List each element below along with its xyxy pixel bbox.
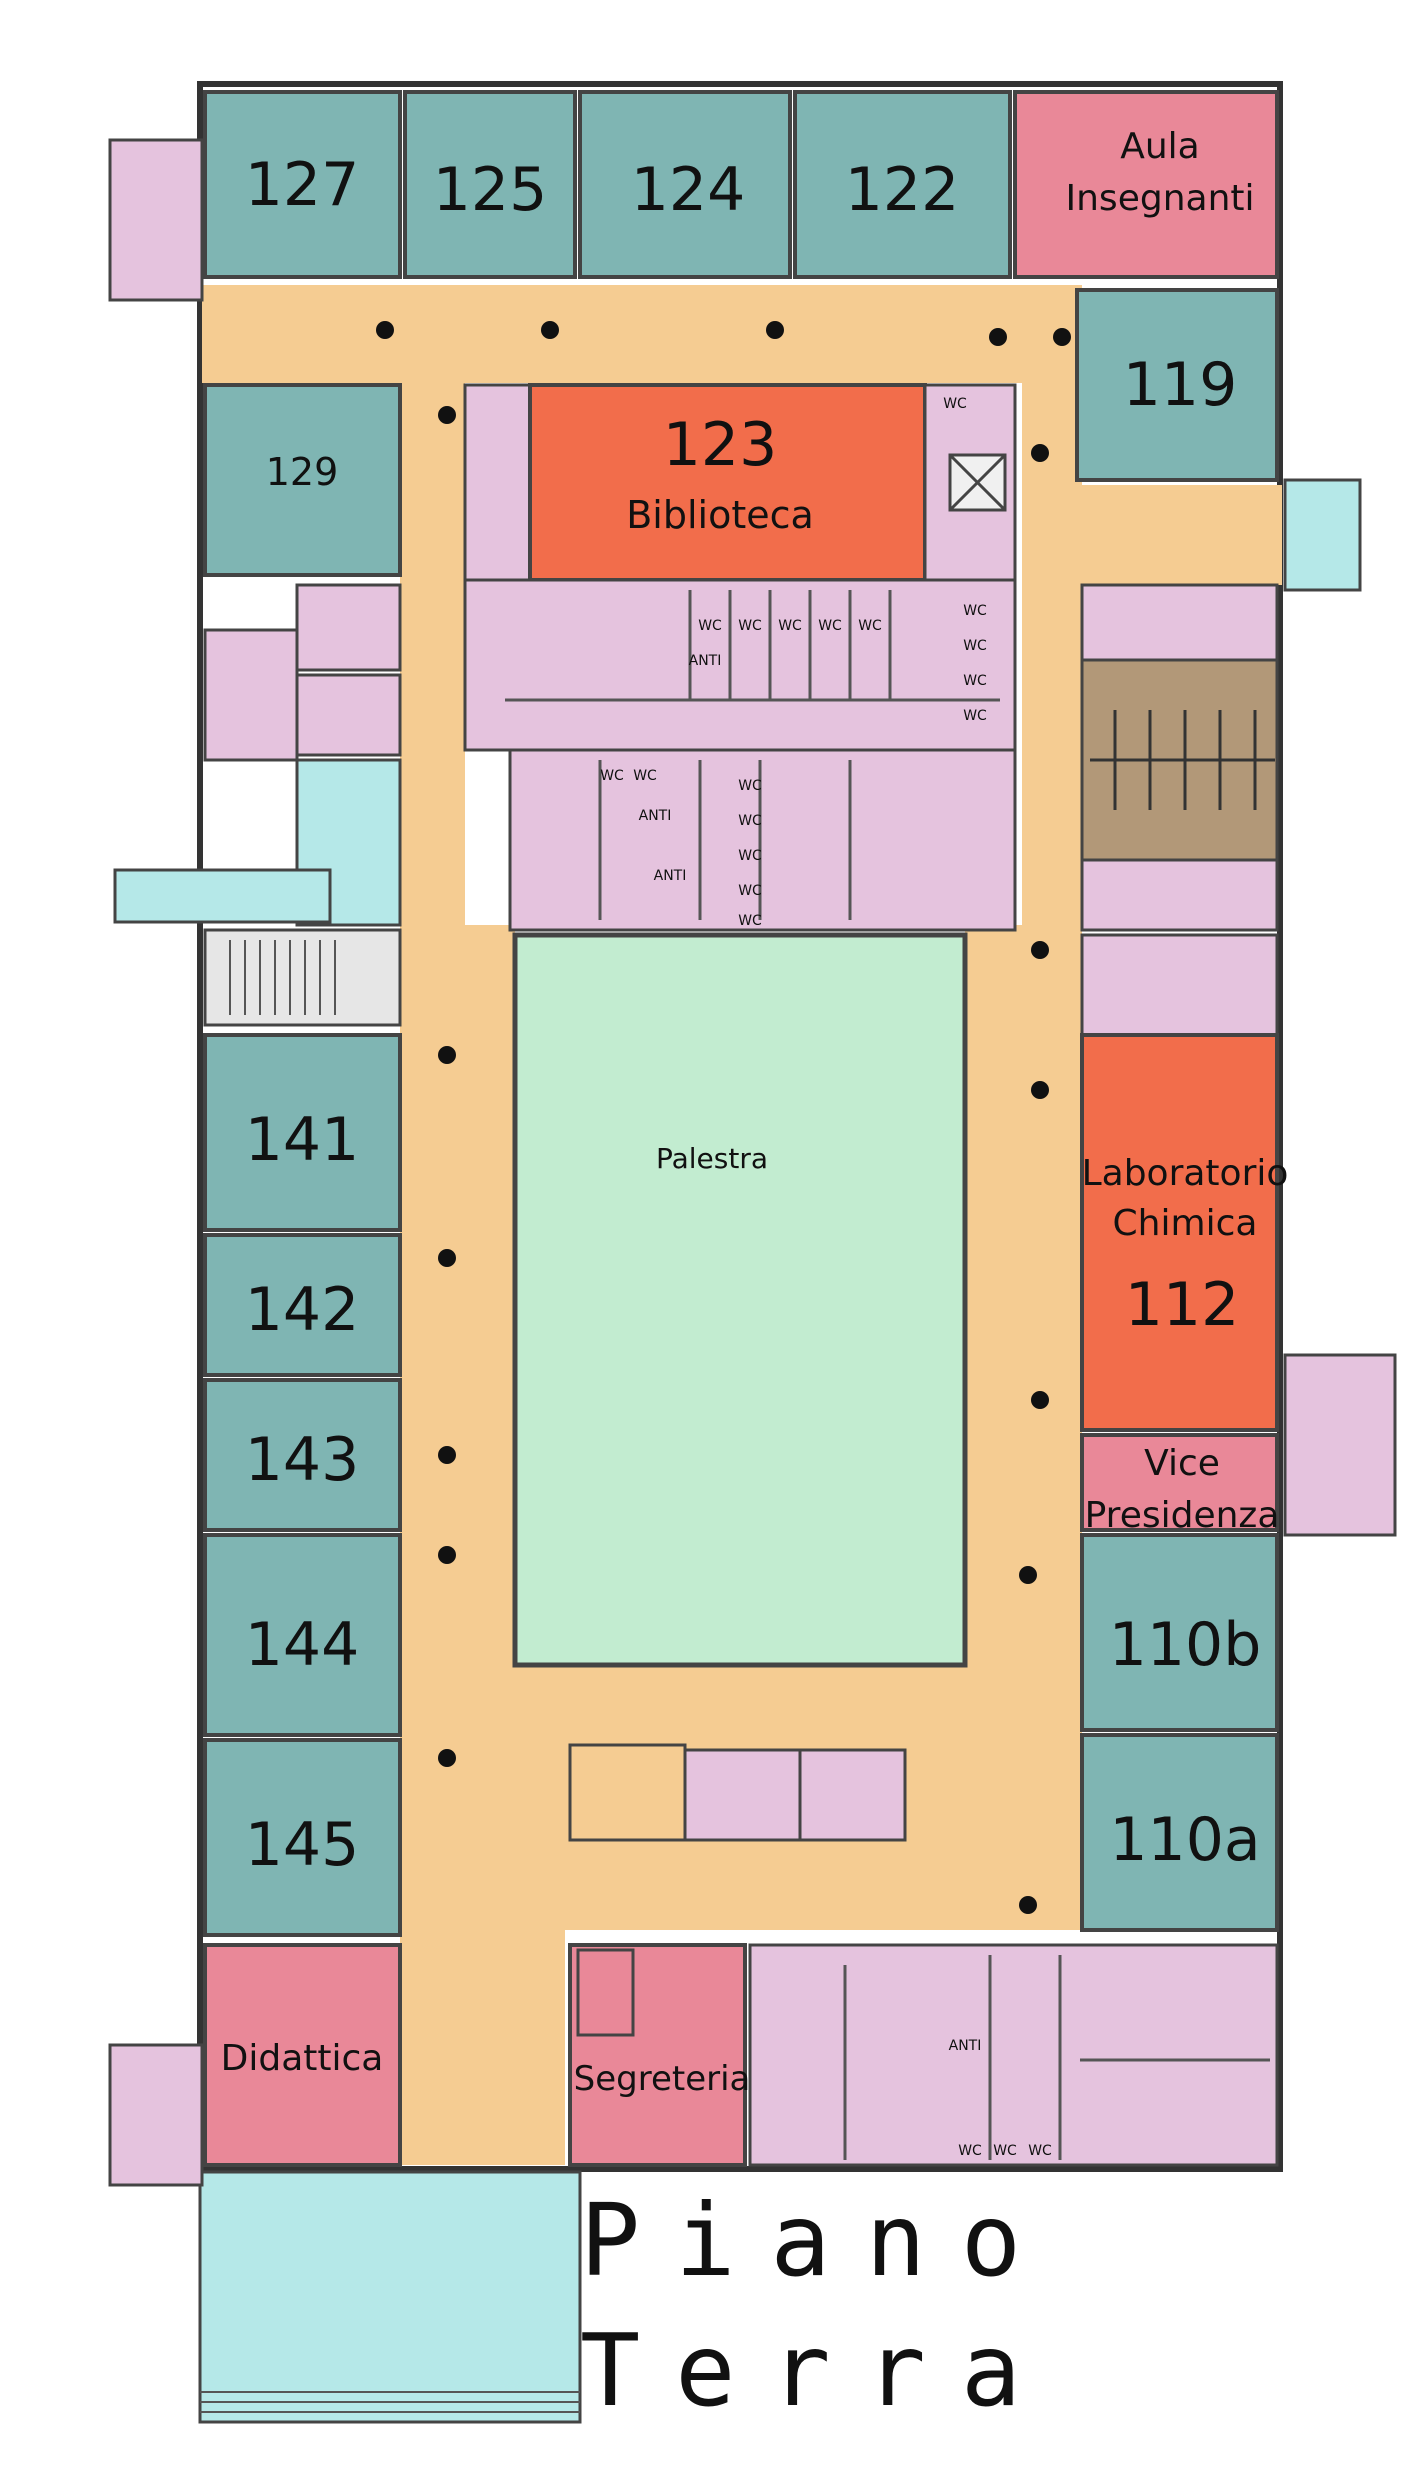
stairwell-steps [229, 940, 336, 1015]
label-room-124: 124 [631, 155, 746, 225]
label-gym: Palestra [656, 1142, 768, 1175]
wc-label: WC [738, 618, 762, 634]
label-didattica: Didattica [221, 2038, 384, 2079]
wc-label: WC [738, 913, 762, 929]
label-room-127: 127 [245, 150, 360, 220]
wc-label: WC [818, 618, 842, 634]
label-teachers-line2: Insegnanti [1066, 178, 1255, 219]
wc-block-lower [508, 748, 1017, 932]
label-room-129: 129 [266, 450, 339, 494]
room-145 [203, 1738, 402, 1937]
didattica-office [203, 1943, 402, 2167]
room-141 [203, 1033, 402, 1232]
room-142 [203, 1233, 402, 1377]
label-room-119: 119 [1123, 350, 1238, 420]
wc-label: WC [963, 673, 987, 689]
wc-label: WC [778, 618, 802, 634]
room-122 [793, 90, 1012, 279]
wc-block-upper [463, 578, 1017, 752]
service-room-right-upper [1080, 583, 1279, 662]
label-lab-line2: Chimica [1113, 1203, 1258, 1244]
entrance-south [198, 2170, 582, 2424]
external-stairs [108, 138, 1397, 2187]
wc-label: WC [698, 618, 722, 634]
library-room [528, 383, 927, 582]
lab-chemistry [1080, 1033, 1279, 1432]
floor-title-line1: Piano [580, 2182, 1056, 2299]
anti-label: ANTI [689, 653, 722, 669]
structural-columns [376, 321, 1071, 1914]
label-room-110b: 110b [1109, 1610, 1262, 1680]
label-room-143: 143 [245, 1425, 360, 1495]
room-119 [1075, 288, 1279, 482]
wc-label: WC [858, 618, 882, 634]
label-room-122: 122 [845, 155, 960, 225]
label-room-142: 142 [245, 1275, 360, 1345]
room-124 [578, 90, 792, 279]
wc-label: WC [993, 2143, 1017, 2159]
room-143 [203, 1378, 402, 1532]
label-vice-line1: Vice [1144, 1443, 1220, 1484]
room-125 [403, 90, 577, 279]
wc-label: WC [1028, 2143, 1052, 2159]
wc-label: WC [738, 848, 762, 864]
service-room-lower-2 [798, 1748, 907, 1842]
entrance-ramp [113, 868, 332, 924]
service-room-right-mid [1080, 858, 1279, 932]
wc-label: WC [963, 638, 987, 654]
segreteria-annex [576, 1948, 635, 2037]
label-room-141: 141 [245, 1105, 360, 1175]
entrance-south-steps [200, 2391, 580, 2413]
wc-fixture-labels: WC WC WC WC WC WC WC WC WC WC ANTI WC WC… [600, 396, 987, 929]
label-room-125: 125 [433, 155, 548, 225]
wc-label: WC [963, 708, 987, 724]
left-classrooms [203, 1033, 402, 1937]
anti-label: ANTI [654, 868, 687, 884]
wc-label: WC [943, 396, 967, 412]
wc-label: WC [600, 768, 624, 784]
wc-label: WC [963, 603, 987, 619]
anti-label: ANTI [949, 2038, 982, 2054]
label-room-145: 145 [245, 1810, 360, 1880]
bottom-partitions [843, 1955, 1270, 2160]
room-129 [203, 383, 402, 577]
wc-label: WC [958, 2143, 982, 2159]
service-block-bottom [748, 1943, 1279, 2167]
corridors [202, 285, 1282, 2165]
room-110b [1080, 1533, 1279, 1732]
top-classrooms [203, 90, 1012, 279]
anti-label: ANTI [639, 808, 672, 824]
room-teachers-lounge [1013, 90, 1279, 279]
stairwell-west [203, 928, 402, 1027]
floor-title-line2: Terra [580, 2312, 1056, 2429]
wc-label: WC [633, 768, 657, 784]
label-vice-line2: Presidenza [1085, 1495, 1280, 1536]
room-144 [203, 1533, 402, 1737]
wc-partitions [505, 590, 1000, 920]
service-room-left-2 [295, 673, 402, 757]
wc-label: WC [738, 883, 762, 899]
stair-lower [568, 1743, 687, 1842]
room-110a [1080, 1733, 1279, 1932]
label-library-name: Biblioteca [626, 493, 814, 537]
vice-presidency [1080, 1433, 1279, 1532]
wc-brown-partitions [1090, 710, 1275, 810]
room-labels: 127 125 124 122 Aula Insegnanti 119 129 … [221, 126, 1289, 2099]
gym [512, 932, 968, 1668]
label-library-number: 123 [663, 410, 778, 480]
label-lab-number: 112 [1125, 1270, 1240, 1340]
wc-label: WC [738, 778, 762, 794]
service-room-left-1 [295, 583, 402, 672]
service-room-right-lower [1080, 933, 1279, 1037]
service-block-top-left [463, 383, 532, 582]
label-room-144: 144 [245, 1610, 360, 1680]
label-teachers-line1: Aula [1120, 126, 1200, 167]
service-room-lower-1 [683, 1748, 802, 1842]
room-127 [203, 90, 402, 279]
label-segreteria: Segreteria [574, 2059, 751, 2099]
label-lab-line1: Laboratorio [1082, 1153, 1289, 1194]
label-room-110a: 110a [1109, 1805, 1260, 1875]
wc-label: WC [738, 813, 762, 829]
